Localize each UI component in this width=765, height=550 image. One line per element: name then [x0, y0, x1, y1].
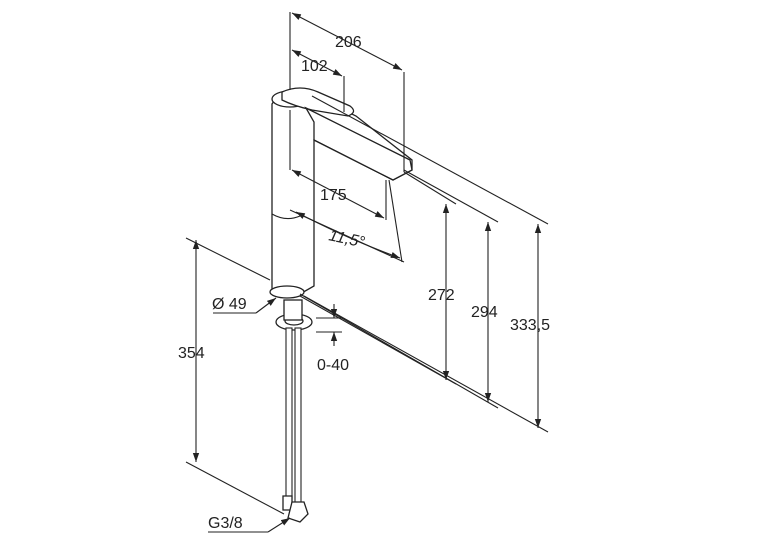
hose-left — [285, 327, 293, 499]
dimension-adjust: 0-40 — [316, 304, 349, 374]
threaded-shank — [283, 299, 303, 321]
dim-175-label: 175 — [320, 187, 347, 204]
hose-assembly — [275, 299, 313, 523]
dimension-206: 206 — [289, 12, 405, 172]
faucet-base — [269, 285, 305, 299]
thread-label: G3/8 — [208, 515, 243, 532]
dimension-102: 102 — [291, 49, 345, 112]
dim-272-label: 272 — [428, 287, 455, 304]
dim-354-label: 354 — [178, 345, 205, 362]
dim-206-label: 206 — [335, 34, 362, 51]
dimension-thread: G3/8 — [208, 515, 291, 533]
dim-333-5-label: 333,5 — [510, 317, 550, 334]
hose-fitting-right — [287, 501, 309, 523]
hose-right — [294, 327, 302, 504]
dimension-354: 354 — [178, 237, 285, 515]
dimension-diameter: Ø 49 — [212, 296, 277, 314]
angle-label: 11,5° — [327, 227, 367, 251]
dim-294-label: 294 — [471, 304, 498, 321]
dim-102-label: 102 — [301, 58, 328, 75]
dimension-angle: 11,5° — [289, 179, 405, 263]
dimension-175: 175 — [289, 110, 387, 220]
adjust-label: 0-40 — [317, 357, 349, 374]
dimension-333-5: 333,5 — [303, 95, 550, 433]
diameter-label: Ø 49 — [212, 296, 247, 313]
